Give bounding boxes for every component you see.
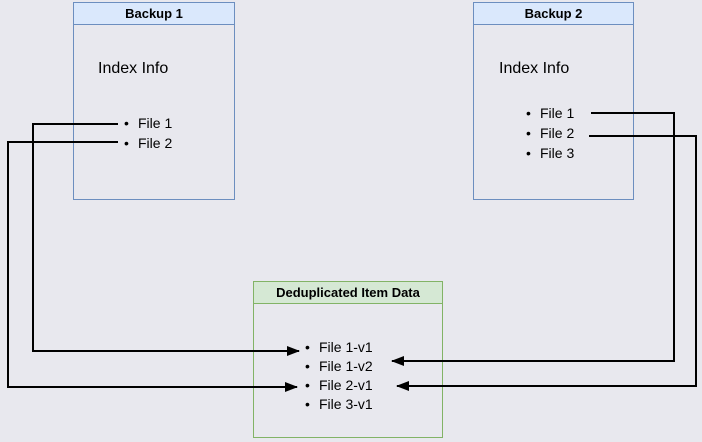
- dedup-item-file1-v2: File 1-v2: [305, 357, 373, 376]
- deduplicated-item-data-box: Deduplicated Item Data File 1-v1 File 1-…: [253, 281, 443, 438]
- dedup-item-file2-v1: File 2-v1: [305, 376, 373, 395]
- backup1-title: Backup 1: [74, 3, 234, 25]
- backup1-box: Backup 1 Index Info File 1 File 2: [73, 2, 235, 200]
- backup2-item-file1: File 1: [526, 103, 574, 123]
- backup2-item-file2: File 2: [526, 123, 574, 143]
- backup1-index-info-label: Index Info: [98, 60, 169, 77]
- backup1-file-list: File 1 File 2: [124, 113, 172, 153]
- dedup-item-file1-v1: File 1-v1: [305, 338, 373, 357]
- backup2-index-info-label: Index Info: [499, 60, 570, 77]
- backup1-item-file1: File 1: [124, 113, 172, 133]
- backup2-file-list: File 1 File 2 File 3: [526, 103, 574, 163]
- backup2-title: Backup 2: [474, 3, 633, 25]
- backup1-item-file2: File 2: [124, 133, 172, 153]
- dedup-file-list: File 1-v1 File 1-v2 File 2-v1 File 3-v1: [305, 338, 373, 414]
- dedup-item-file3-v1: File 3-v1: [305, 395, 373, 414]
- backup2-item-file3: File 3: [526, 143, 574, 163]
- dedup-title: Deduplicated Item Data: [254, 282, 442, 304]
- backup2-box: Backup 2 Index Info File 1 File 2 File 3: [473, 2, 634, 200]
